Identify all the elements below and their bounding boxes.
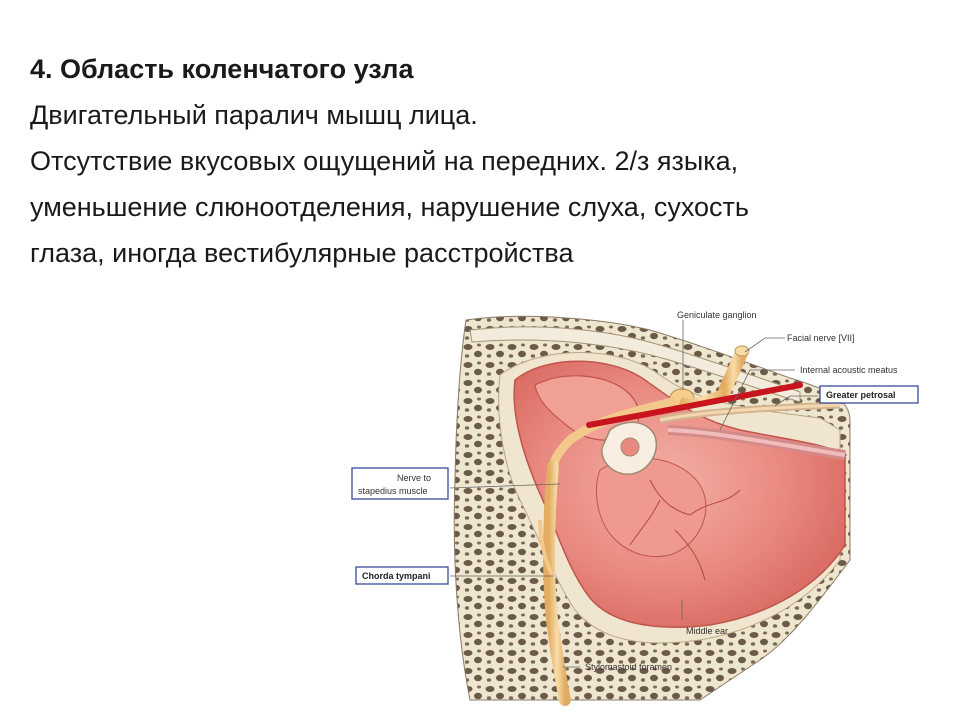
label-nerve-to-stapedius-line2: stapedius muscle	[358, 486, 428, 496]
facial-nerve-descending	[543, 460, 571, 706]
slide-text-block: 4. Область коленчатого узла Двигательный…	[30, 46, 950, 276]
slide-title: 4. Область коленчатого узла	[30, 54, 414, 84]
text-line-1: Двигательный паралич мышц лица.	[30, 100, 478, 130]
text-line-4: глаза, иногда вестибулярные расстройства	[30, 238, 574, 268]
ossicle-hole	[620, 437, 640, 457]
mucosa-vessels	[629, 479, 741, 581]
lesion-line	[586, 382, 803, 428]
label-stylomastoid-foramen: Stylomastoid foramen	[585, 662, 672, 672]
text-line-3: уменьшение слюноотделения, нарушение слу…	[30, 192, 749, 222]
text-line-2: Отсутствие вкусовых ощущений на передних…	[30, 146, 739, 176]
facial-nerve	[718, 345, 749, 397]
label-box-nerve-to-stapedius	[351, 467, 449, 500]
label-geniculate-ganglion: Geniculate ganglion	[677, 310, 757, 320]
label-nerve-to-stapedius-line1: Nerve to	[397, 473, 431, 483]
chorda-tympani-nerve	[538, 519, 554, 576]
greater-petrosal-nerve-core	[659, 403, 841, 422]
label-box-chorda-tympani	[355, 566, 449, 585]
label-box-greater-petrosal	[819, 385, 919, 404]
facial-nerve-cut	[734, 345, 750, 357]
leader-lines	[449, 320, 818, 668]
label-chorda-tympani: Chorda tympani	[362, 571, 431, 581]
label-internal-acoustic-meatus: Internal acoustic meatus	[800, 365, 898, 375]
internal-acoustic-meatus-inner	[667, 428, 846, 457]
label-middle-ear: Middle ear	[686, 626, 728, 636]
bone-cortex	[469, 326, 801, 403]
mucosa-fold	[595, 457, 707, 557]
facial-nerve-horizontal	[548, 397, 677, 471]
label-greater-petrosal: Greater petrosal	[826, 390, 896, 400]
label-facial-nerve: Facial nerve [VII]	[787, 333, 855, 343]
